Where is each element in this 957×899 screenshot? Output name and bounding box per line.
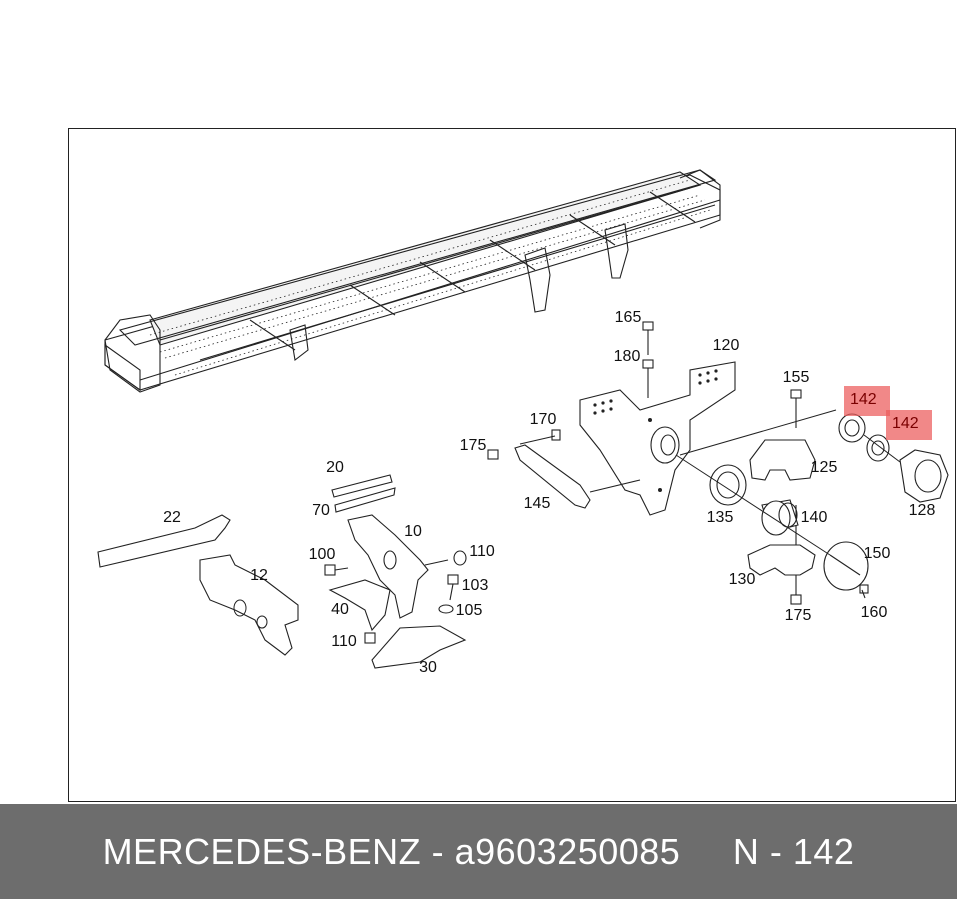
label-175-upper: 175 [459, 437, 487, 454]
label-140: 140 [800, 509, 828, 526]
bolt-100 [324, 564, 349, 576]
bracket-120 [579, 361, 736, 516]
cap-125 [749, 439, 816, 481]
position-prefix: N - [732, 830, 793, 872]
washer-135 [709, 464, 747, 506]
cap-130 [747, 544, 816, 576]
label-110-lower: 110 [331, 633, 357, 650]
label-170: 170 [529, 411, 557, 428]
label-70: 70 [312, 502, 330, 519]
nut-110 [364, 632, 376, 644]
part-number: a9603250085 [454, 830, 681, 872]
chassis-frame [104, 169, 721, 393]
plate-150 [823, 541, 869, 599]
bolt-170 [487, 429, 561, 460]
label-30: 30 [419, 659, 437, 676]
label-100: 100 [308, 546, 336, 563]
label-12: 12 [250, 567, 268, 584]
label-175-lower: 175 [784, 607, 812, 624]
label-165: 165 [614, 309, 642, 326]
label-125: 125 [810, 459, 838, 476]
footer-gap [680, 831, 733, 873]
label-20: 20 [326, 459, 344, 476]
bolt-110 [424, 550, 467, 566]
label-145: 145 [523, 495, 551, 512]
plate-20 [331, 474, 396, 513]
nut-175 [790, 594, 802, 605]
label-135: 135 [706, 509, 734, 526]
label-10: 10 [404, 523, 422, 540]
ring-142 [838, 413, 890, 462]
position-number: 142 [792, 830, 855, 872]
bolt-103 [438, 574, 459, 614]
highlight-142-second[interactable]: 142 [886, 410, 932, 440]
bracket-10 [347, 514, 429, 619]
footer-caption: MERCEDES-BENZ - a9603250085 N - 142 [0, 804, 957, 899]
label-155: 155 [782, 369, 810, 386]
bushing-140 [761, 499, 799, 536]
bolt-165 [642, 321, 654, 398]
footer-bar: MERCEDES-BENZ - a9603250085 N - 142 [0, 804, 957, 899]
label-22: 22 [163, 509, 181, 526]
brand-name: MERCEDES-BENZ [102, 830, 422, 872]
bracket-40 [328, 579, 391, 632]
label-160: 160 [860, 604, 888, 621]
label-105: 105 [455, 602, 483, 619]
plate-12 [199, 554, 299, 656]
plate-22 [97, 514, 231, 568]
footer-separator: - [421, 830, 455, 872]
label-103: 103 [461, 577, 489, 594]
highlight-142-first[interactable]: 142 [844, 386, 890, 416]
label-150: 150 [863, 545, 891, 562]
cover-128 [899, 449, 949, 503]
label-110-upper: 110 [469, 543, 495, 560]
strap-145 [514, 444, 591, 509]
label-130: 130 [728, 571, 756, 588]
plate-30 [371, 625, 467, 669]
label-40: 40 [331, 601, 349, 618]
label-128: 128 [908, 502, 936, 519]
label-120: 120 [712, 337, 740, 354]
label-180: 180 [613, 348, 641, 365]
